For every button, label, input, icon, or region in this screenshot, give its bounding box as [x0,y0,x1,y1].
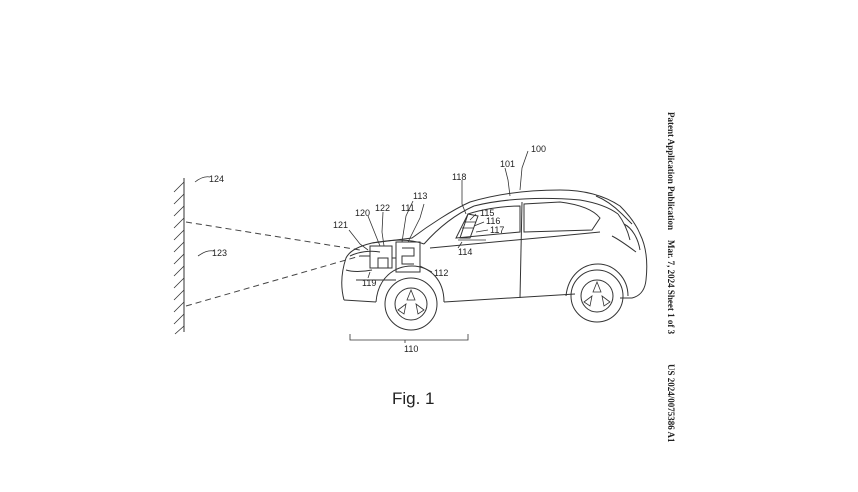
label-119: 119 [362,278,376,288]
label-112: 112 [434,268,448,278]
controller-module [392,241,421,273]
label-123: 123 [212,248,227,258]
wall-surface [173,178,185,335]
light-beam [185,221,361,307]
label-124: 124 [209,174,224,184]
headlamp-components [360,245,393,269]
label-100: 100 [531,144,546,154]
label-115: 115 [480,208,494,218]
label-121: 121 [333,220,348,230]
patent-header: Patent Application Publication Mar. 7, 2… [666,112,676,443]
label-116: 116 [486,216,500,226]
label-110: 110 [404,344,418,354]
header-date-sheet: Mar. 7, 2024 Sheet 1 of 3 [666,240,676,335]
label-117: 117 [490,225,504,235]
label-120: 120 [355,208,370,218]
label-118: 118 [452,172,466,182]
vehicle-body [341,189,648,331]
label-101: 101 [500,159,515,169]
leader-lines [194,150,529,343]
label-122: 122 [375,203,390,213]
label-111: 111 [401,203,415,213]
label-114: 114 [458,247,472,257]
display-unit [458,213,486,241]
figure-caption: Fig. 1 [392,389,435,408]
header-publication: Patent Application Publication [666,112,676,230]
header-number: US 2024/0075386 A1 [666,364,676,443]
label-113: 113 [413,191,427,201]
